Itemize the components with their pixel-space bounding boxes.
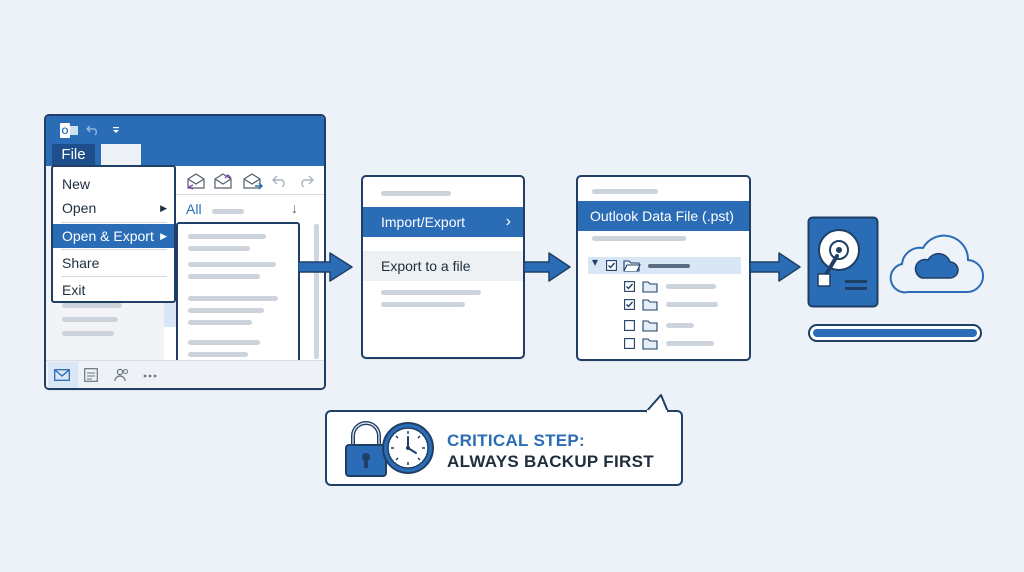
folder-item[interactable] — [62, 303, 122, 308]
hard-drive-icon — [807, 216, 879, 308]
callout-text: CRITICAL STEP: ALWAYS BACKUP FIRST — [447, 430, 654, 472]
people-icon[interactable] — [114, 368, 130, 382]
folder-name — [648, 264, 690, 268]
folder-item[interactable] — [62, 331, 114, 336]
open-export-submenu — [176, 222, 300, 380]
folder-name — [666, 323, 694, 328]
dialog-text — [592, 236, 686, 241]
folder-item[interactable] — [62, 317, 118, 322]
menu-item-label: Open — [62, 200, 97, 216]
file-tab[interactable]: File — [52, 144, 95, 166]
submenu-item[interactable] — [188, 234, 266, 239]
callout-pointer — [645, 394, 669, 413]
menu-item-new[interactable]: New — [53, 172, 174, 196]
progress-fill — [813, 329, 977, 337]
flow-arrow — [750, 252, 801, 282]
sort-icon[interactable]: ↓ — [291, 200, 298, 216]
folder-icon — [642, 299, 658, 311]
menu-item-label: Open & Export — [62, 228, 154, 244]
chevron-right-icon: ▶ — [160, 231, 167, 241]
callout-title: CRITICAL STEP: — [447, 431, 586, 450]
outlook-icon: O — [60, 123, 78, 138]
scrollbar[interactable] — [314, 224, 319, 359]
menu-divider — [61, 222, 167, 223]
submenu-item[interactable] — [188, 352, 248, 357]
submenu-item[interactable] — [188, 340, 260, 345]
folder-icon — [642, 320, 658, 332]
send-envelope-icon[interactable] — [242, 172, 264, 190]
chevron-right-icon: › — [505, 213, 511, 230]
menu-item-label: New — [62, 176, 91, 192]
customize-toolbar-icon[interactable] — [112, 126, 120, 134]
chevron-right-icon: ▶ — [160, 203, 167, 213]
flow-arrow — [524, 252, 571, 282]
data-file-dialog: Outlook Data File (.pst) ▾ — [576, 175, 751, 361]
undo-icon[interactable] — [86, 124, 100, 136]
menu-item-exit[interactable]: Exit — [53, 278, 174, 302]
submenu-item[interactable] — [188, 274, 260, 279]
folder-name — [666, 302, 718, 307]
option-label: Outlook Data File (.pst) — [590, 208, 734, 224]
option-import-export[interactable]: Import/Export › — [363, 207, 523, 237]
critical-step-callout: CRITICAL STEP: ALWAYS BACKUP FIRST — [325, 410, 683, 486]
home-tab[interactable] — [101, 144, 141, 166]
checkbox-unchecked[interactable] — [624, 338, 635, 349]
menu-divider — [61, 276, 167, 277]
file-menu: New Open ▶ Open & Export ▶ Share Exit — [51, 165, 176, 303]
more-icon[interactable] — [143, 374, 157, 378]
option-label: Export to a file — [381, 258, 471, 274]
svg-text:O: O — [61, 126, 68, 136]
folder-name — [666, 341, 714, 346]
submenu-item[interactable] — [188, 246, 250, 251]
cloud-storage-icon — [889, 234, 984, 294]
wizard-header-text — [381, 191, 451, 196]
checkbox-checked[interactable] — [624, 281, 635, 292]
flow-arrow — [298, 252, 353, 282]
reply-envelope-icon[interactable] — [186, 172, 206, 190]
option-label: Import/Export — [381, 214, 466, 230]
outlook-window: O File All ↓ New Open▶ Open & Exp — [44, 114, 326, 390]
option-item[interactable] — [381, 290, 481, 295]
backup-progress-bar — [808, 324, 982, 342]
filter-options[interactable] — [212, 209, 244, 214]
option-item[interactable] — [381, 302, 465, 307]
submenu-item[interactable] — [188, 296, 278, 301]
expand-toggle-icon[interactable]: ▾ — [592, 255, 599, 269]
clock-icon — [382, 422, 434, 474]
menu-divider — [61, 249, 167, 250]
forward-envelope-icon[interactable] — [213, 172, 233, 190]
folder-open-icon — [623, 260, 641, 272]
undo-icon[interactable] — [272, 174, 288, 187]
mail-icon[interactable] — [54, 369, 70, 381]
redo-icon[interactable] — [298, 174, 314, 187]
import-export-wizard: Import/Export › Export to a file — [361, 175, 525, 359]
option-outlook-data-file[interactable]: Outlook Data File (.pst) — [578, 201, 749, 231]
option-export-to-file[interactable]: Export to a file — [363, 251, 523, 281]
menu-item-label: Exit — [62, 282, 86, 298]
checkbox-checked[interactable] — [624, 299, 635, 310]
checkbox-unchecked[interactable] — [624, 320, 635, 331]
callout-subtitle: ALWAYS BACKUP FIRST — [447, 452, 654, 471]
menu-item-label: Share — [62, 255, 100, 271]
submenu-item[interactable] — [188, 308, 264, 313]
calendar-icon[interactable] — [84, 368, 98, 382]
submenu-item[interactable] — [188, 320, 252, 325]
folder-icon — [642, 281, 658, 293]
menu-item-open-export[interactable]: Open & Export ▶ — [53, 224, 174, 248]
filter-all[interactable]: All — [186, 201, 202, 217]
selected-message-stripe — [164, 299, 176, 327]
folder-name — [666, 284, 716, 289]
menu-item-open[interactable]: Open ▶ — [53, 196, 174, 220]
navigation-bar — [46, 360, 324, 388]
folder-icon — [642, 338, 658, 350]
submenu-item[interactable] — [188, 262, 276, 267]
ribbon-divider — [176, 194, 324, 195]
menu-item-share[interactable]: Share — [53, 251, 174, 275]
checkbox-checked[interactable] — [606, 260, 617, 271]
dialog-header-text — [592, 189, 658, 194]
